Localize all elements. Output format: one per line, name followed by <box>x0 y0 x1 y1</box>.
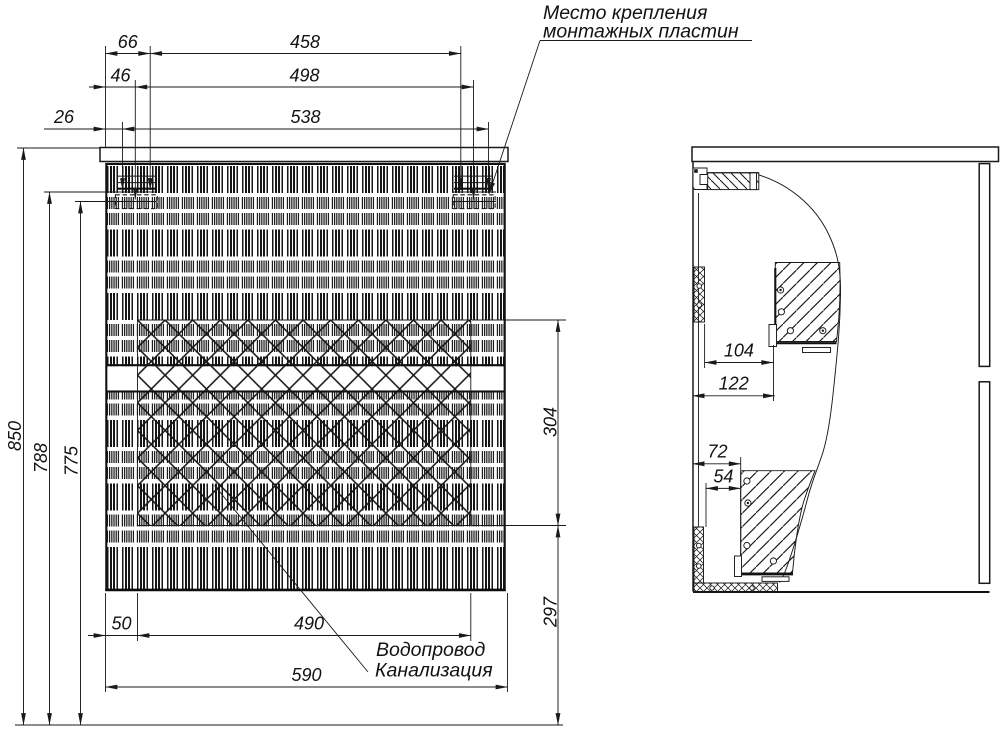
side-upper-door <box>978 162 991 368</box>
front-view <box>99 146 509 592</box>
dim-538: 538 <box>290 107 320 127</box>
front-service-zone-hatch <box>137 320 471 526</box>
side-top-rail <box>707 172 760 191</box>
side-wall-strip-upper <box>693 266 705 323</box>
side-mounting-plate-upper <box>768 262 841 353</box>
dim-850: 850 <box>5 421 25 451</box>
side-hanger-bracket <box>692 167 708 190</box>
dim-26: 26 <box>53 107 75 127</box>
side-wall-strip-lower <box>693 526 704 584</box>
dim-788: 788 <box>31 443 51 473</box>
dim-490: 490 <box>294 614 324 634</box>
mounting-note-line2: монтажных пластин <box>543 21 739 43</box>
dim-46: 46 <box>110 66 131 86</box>
side-dimensions: 104 122 72 54 <box>692 324 776 527</box>
dim-50: 50 <box>111 614 131 634</box>
dim-54: 54 <box>713 467 733 487</box>
front-countertop <box>99 146 509 163</box>
side-lower-door <box>978 381 991 585</box>
utility-note-line2: Канализация <box>375 660 493 682</box>
dim-775: 775 <box>62 445 82 476</box>
side-bottom-rail <box>693 582 778 593</box>
front-dimensions: 66 458 46 498 26 538 850 788 775 304 297 <box>5 32 566 726</box>
dim-590: 590 <box>291 665 321 685</box>
mounting-note-line1: Место крепления <box>543 2 708 24</box>
dim-66: 66 <box>118 32 139 52</box>
dim-498: 498 <box>289 66 319 86</box>
dim-458: 458 <box>290 32 320 52</box>
side-countertop <box>691 146 1000 163</box>
side-mounting-plate-lower <box>734 470 816 582</box>
front-drawer-gap <box>106 364 505 393</box>
mounting-note-leader <box>488 40 752 195</box>
side-view <box>691 146 1000 594</box>
utility-note-leader <box>214 485 369 673</box>
utility-note-line1: Водопровод <box>376 639 485 661</box>
dim-104: 104 <box>724 341 754 361</box>
dim-72: 72 <box>707 442 727 462</box>
dim-304: 304 <box>541 407 561 437</box>
dim-297: 297 <box>541 596 561 628</box>
dim-122: 122 <box>719 374 749 394</box>
